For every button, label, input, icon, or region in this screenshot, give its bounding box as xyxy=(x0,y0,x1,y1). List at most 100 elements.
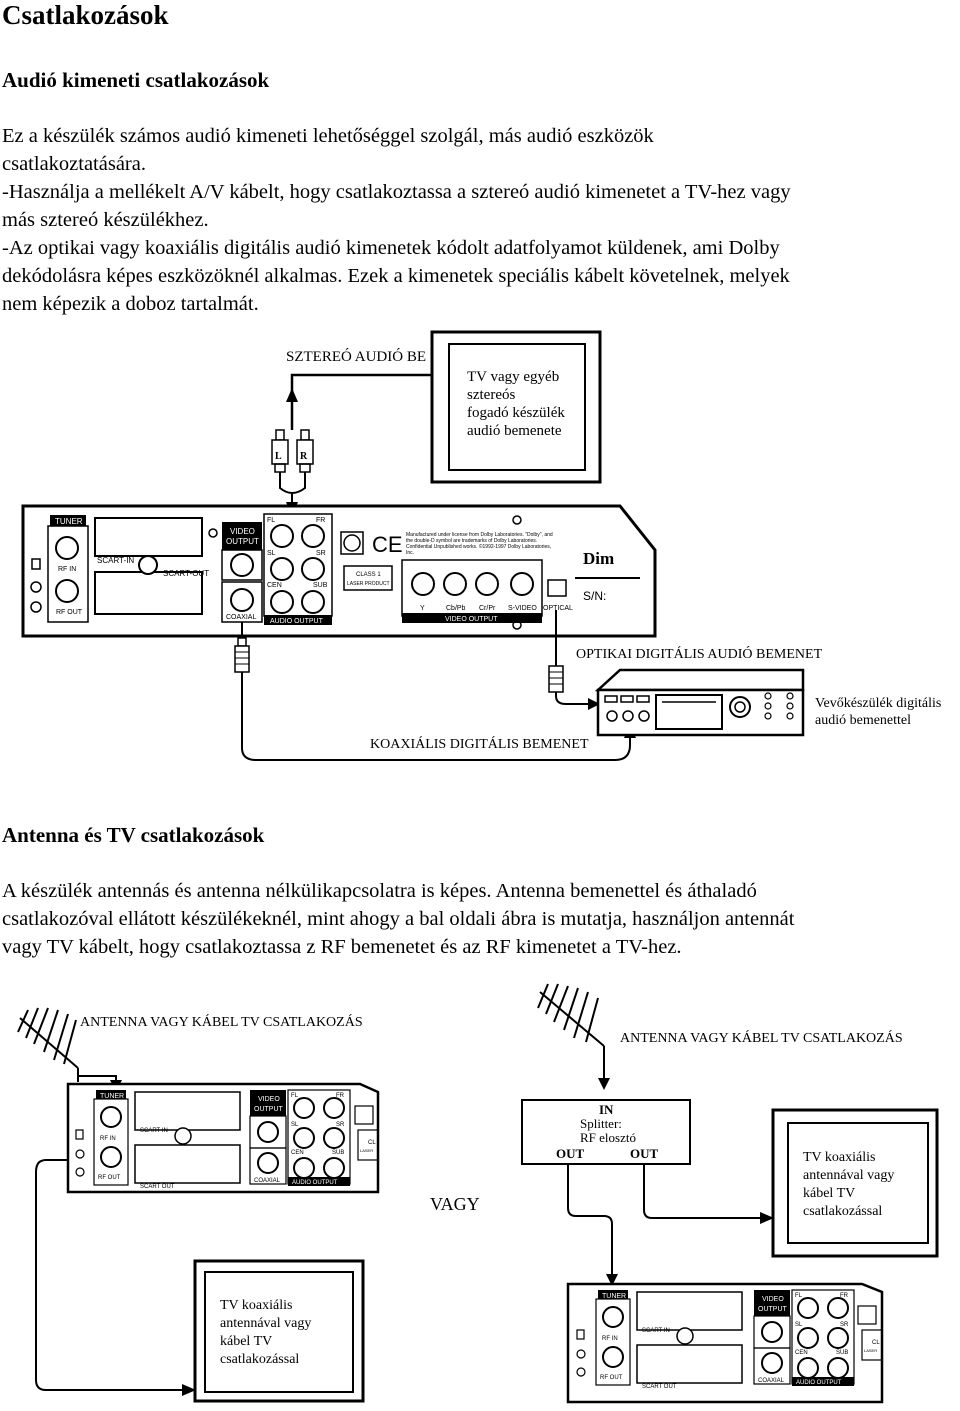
optical-port-icon xyxy=(547,579,567,597)
video-output-badge xyxy=(222,522,262,550)
screw-icon xyxy=(576,1349,586,1359)
splitter-out-cable-2 xyxy=(643,1164,762,1219)
vagy-label: VAGY xyxy=(430,1194,480,1214)
text-line: más sztereó készülékhez. xyxy=(2,209,209,231)
scart-out-connector xyxy=(134,1144,241,1184)
audio-output-bar xyxy=(288,1177,350,1186)
class1-label-box xyxy=(357,1129,379,1161)
tv-right-text: antennával vagy xyxy=(803,1168,894,1183)
section-heading-antenna: Antenna és TV csatlakozások xyxy=(2,823,265,847)
optical-plug-icon xyxy=(548,665,564,693)
screw-icon xyxy=(75,1149,85,1159)
coaxial-label: KOAXIÁLIS DIGITÁLIS BEMENET xyxy=(370,735,589,752)
rca-plug-l-icon xyxy=(271,429,289,473)
sn-label: S/N: xyxy=(583,589,606,603)
rf-in-connector-icon xyxy=(55,536,79,560)
class1-text: LASER PRODUCT xyxy=(347,581,390,587)
arrow-icon xyxy=(760,1212,774,1224)
arrow-icon xyxy=(182,1384,196,1396)
receiver-icon xyxy=(594,668,805,737)
fr-label: FR xyxy=(840,1293,849,1299)
crpr-jack-icon xyxy=(475,572,499,596)
dolby-logo-circle xyxy=(343,534,361,552)
optical-label-text: OPTIKAI DIGITÁLIS AUDIÓ BEMENET xyxy=(576,645,823,662)
tv-right-text: TV koaxiális xyxy=(803,1150,875,1165)
splitter-label: Splitter: xyxy=(580,1116,622,1131)
tv-left-text: TV koaxiális xyxy=(220,1298,292,1313)
scart-in-label: SCART-IN xyxy=(97,556,134,565)
laser-label: LASER xyxy=(360,1148,373,1153)
tuner-label: TUNER xyxy=(55,517,83,526)
rf-in-label: RF IN xyxy=(602,1336,618,1342)
splitter-out-cable-1 xyxy=(567,1164,613,1278)
coaxial-box xyxy=(249,1147,287,1185)
sub-jack-icon xyxy=(827,1357,849,1379)
tuner-badge xyxy=(96,1090,126,1099)
screw-icon xyxy=(512,620,522,630)
tuner-box xyxy=(595,1298,631,1386)
class1-text: CLASS 1 xyxy=(356,572,381,578)
tv-box-text: sztereós xyxy=(467,387,515,403)
tuner-label: TUNER xyxy=(602,1293,626,1300)
tuner-box xyxy=(93,1098,129,1186)
y-jack-icon xyxy=(411,572,435,596)
text-line: A készülék antennás és antenna nélkülika… xyxy=(2,880,757,902)
arrow-icon xyxy=(598,1078,610,1090)
dolby-logo-icon xyxy=(340,531,364,555)
laser-label: LASER xyxy=(864,1348,877,1353)
audio-output-label: AUDIO OUTPUT xyxy=(292,1180,338,1186)
video-output-label: VIDEO xyxy=(230,527,255,536)
video-jack-icon xyxy=(257,1121,279,1143)
tv-screen xyxy=(448,343,586,471)
class1-label-box xyxy=(861,1329,883,1361)
video-output-label: VIDEO xyxy=(762,1296,784,1303)
screw-icon xyxy=(30,581,42,593)
switch-icon xyxy=(75,1129,84,1140)
audio-output-label: AUDIO OUTPUT xyxy=(796,1380,842,1386)
rf-out-connector-icon xyxy=(100,1146,122,1168)
rear-panel xyxy=(21,504,657,638)
screw-icon xyxy=(208,528,218,538)
sr-label: SR xyxy=(316,550,326,557)
tv-right-screen xyxy=(787,1122,929,1244)
tuner-box xyxy=(47,525,89,623)
fl-label: FL xyxy=(267,517,275,524)
tv-box-text: audió bemenete xyxy=(467,423,562,439)
sl-jack-icon xyxy=(293,1127,315,1149)
text-line: csatlakozóval ellátott készülékeknél, mi… xyxy=(2,908,795,930)
cen-jack-icon xyxy=(797,1357,819,1379)
antenna-label-left: ANTENNA VAGY KÁBEL TV CSATLAKOZÁS xyxy=(80,1013,363,1030)
y-label: Y xyxy=(420,605,425,612)
text-line: nem képezik a doboz tartalmát. xyxy=(2,293,259,315)
class1-label-box xyxy=(343,565,393,591)
page-title: Csatlakozások xyxy=(2,0,169,30)
cen-jack-icon xyxy=(270,590,294,614)
ground-screw-icon xyxy=(174,1127,192,1145)
tv-right-text: kábel TV xyxy=(803,1186,855,1201)
tuner-label: TUNER xyxy=(100,1093,124,1100)
section-heading-audio: Audió kimeneti csatlakozások xyxy=(2,68,270,92)
plug-r-label: R xyxy=(300,451,308,462)
sr-label: SR xyxy=(840,1322,849,1328)
splitter-label: RF elosztó xyxy=(580,1130,636,1145)
tv-left-text: csatlakozással xyxy=(220,1352,299,1367)
cbpb-jack-icon xyxy=(443,572,467,596)
scart-in-label: SCART IN xyxy=(140,1128,168,1134)
scart-out-label: SCART-OUT xyxy=(163,569,209,578)
splitter-out-label: OUT xyxy=(630,1146,659,1161)
video-output-label: OUTPUT xyxy=(758,1306,788,1313)
rf-out-connector-icon xyxy=(55,579,79,603)
tv-box-text: fogadó készülék xyxy=(467,405,565,421)
video-output-label: OUTPUT xyxy=(254,1106,284,1113)
sr-jack-icon xyxy=(323,1127,345,1149)
dolby-logo-icon xyxy=(354,1105,374,1125)
tuner-badge xyxy=(598,1290,628,1299)
audio-output-bar xyxy=(264,615,332,625)
cl-label: CL xyxy=(368,1140,376,1146)
video-jack-box xyxy=(221,549,263,581)
scart-out-connector xyxy=(94,571,203,615)
splitter-box xyxy=(521,1099,691,1165)
sub-jack-icon xyxy=(301,590,325,614)
sr-jack-icon xyxy=(301,557,325,581)
antenna-left-icon xyxy=(17,1007,79,1082)
